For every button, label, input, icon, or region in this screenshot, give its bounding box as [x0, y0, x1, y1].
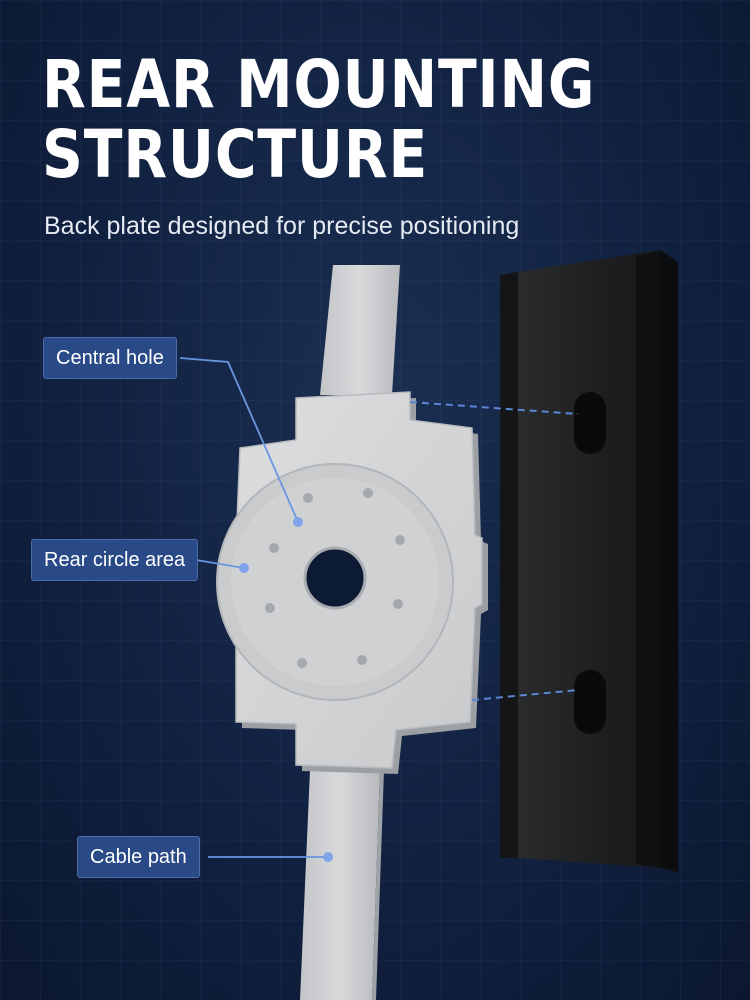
- page-subtitle: Back plate designed for precise position…: [44, 212, 520, 240]
- title-line-1: REAR MOUNTING: [42, 46, 596, 123]
- leader-dots: [239, 517, 333, 862]
- bracket-slot-lower: [574, 670, 606, 734]
- leader-lines: [179, 357, 328, 858]
- black-bracket: [500, 250, 678, 872]
- page-title: REAR MOUNTING STRUCTURE: [42, 50, 595, 190]
- title-line-2: STRUCTURE: [42, 116, 429, 193]
- bracket-slot-upper: [574, 392, 606, 454]
- mounting-plate: [216, 391, 488, 774]
- callout-cable-path: Cable path: [77, 836, 200, 878]
- cable-strap: [300, 265, 400, 1000]
- screw-holes: [265, 488, 405, 668]
- alignment-lines: [409, 401, 579, 701]
- callout-rear-circle-area: Rear circle area: [31, 539, 199, 581]
- central-hole: [303, 546, 367, 610]
- callout-central-hole: Central hole: [43, 337, 177, 379]
